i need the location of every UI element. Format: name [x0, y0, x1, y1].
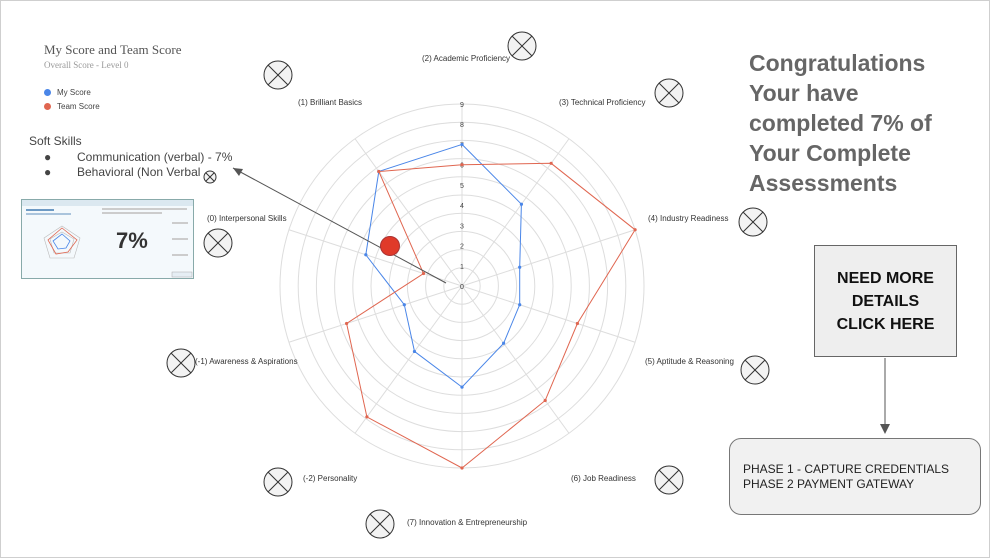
data-point — [518, 265, 522, 269]
data-point — [460, 466, 464, 470]
chart-subtitle: Overall Score - Level 0 — [44, 60, 129, 70]
axis-label-personality: (-2) Personality — [303, 474, 358, 483]
crossed-circle-icon — [738, 207, 768, 237]
data-point — [412, 349, 417, 354]
grid-spoke — [461, 285, 636, 343]
axis-label-job: (6) Job Readiness — [571, 474, 636, 483]
dashboard-thumbnail[interactable]: 7% — [21, 199, 194, 279]
crossed-circle-icon — [507, 31, 537, 61]
crossed-circle-icon — [654, 465, 684, 495]
grid-spoke — [354, 285, 463, 434]
crossed-circle-icon — [365, 509, 395, 539]
data-point — [543, 398, 547, 403]
tick-label: 3 — [460, 223, 464, 230]
bullet: ● — [44, 150, 52, 164]
data-point — [549, 161, 553, 165]
legend-dot-team-score — [44, 103, 51, 110]
more-details-button[interactable]: NEED MORE DETAILS CLICK HERE — [814, 245, 957, 357]
crossed-circle-icon — [263, 60, 293, 90]
axis-label-awareness: (-1) Awareness & Aspirations — [195, 357, 298, 366]
data-point — [345, 321, 349, 326]
tick-label: 5 — [460, 183, 464, 190]
axis-label-interpersonal: (0) Interpersonal Skills — [207, 214, 287, 223]
radar-series — [345, 142, 637, 470]
soft-skill-label: Behavioral (Non Verbal — [77, 165, 201, 179]
pointer-arrowhead — [233, 168, 243, 176]
data-point — [575, 321, 579, 326]
congratulations-message: Congratulations Your have completed 7% o… — [749, 50, 932, 196]
crossed-circle-icon — [740, 355, 770, 385]
pointer-line — [232, 167, 447, 284]
tick-label: 4 — [460, 203, 464, 210]
bullet: ● — [44, 165, 52, 179]
soft-skill-item: ● Behavioral (Non Verbal — [44, 165, 200, 179]
thumbnail-sketch — [22, 200, 193, 278]
phase-notes-box: PHASE 1 - CAPTURE CREDENTIALS PHASE 2 PA… — [729, 438, 981, 515]
legend-label-team-score: Team Score — [57, 102, 100, 111]
data-point — [460, 142, 464, 147]
soft-skills-title: Soft Skills — [29, 134, 82, 148]
data-point — [402, 303, 406, 307]
data-point — [460, 385, 464, 389]
axis-label-innovation: (7) Innovation & Entrepreneurship — [407, 518, 528, 527]
grid-spoke — [461, 229, 636, 287]
radar-grid — [279, 103, 645, 469]
crossed-circle-icon — [166, 348, 196, 378]
crossed-circle-icon — [654, 78, 684, 108]
tick-label: 1 — [460, 264, 464, 271]
data-point — [633, 228, 637, 232]
chart-title: My Score and Team Score — [44, 42, 182, 57]
data-point — [364, 253, 368, 257]
axis-label-industry: (4) Industry Readiness — [648, 214, 729, 223]
tick-label: 9 — [460, 102, 464, 109]
crossed-circle-icon — [203, 228, 233, 258]
legend-team-score: Team Score — [44, 102, 100, 111]
data-point — [518, 303, 522, 307]
data-point — [519, 202, 524, 206]
tick-label: 8 — [460, 122, 464, 129]
thumbnail-percent: 7% — [116, 228, 148, 253]
data-point — [502, 341, 506, 345]
data-point — [377, 169, 381, 174]
legend-my-score: My Score — [44, 88, 91, 97]
legend-label-my-score: My Score — [57, 88, 91, 97]
grid-spoke — [354, 138, 463, 287]
data-point — [460, 163, 464, 167]
axis-label-technical: (3) Technical Proficiency — [559, 98, 646, 107]
score-marker[interactable] — [380, 236, 400, 256]
axis-label-academic: (2) Academic Proficiency — [422, 54, 511, 63]
soft-skill-label: Communication (verbal) - 7% — [77, 150, 233, 164]
phase-2-note: PHASE 2 PAYMENT GATEWAY — [743, 477, 915, 491]
tick-label: 0 — [460, 284, 464, 291]
axis-label-aptitude: (5) Aptitude & Reasoning — [645, 357, 734, 366]
grid-spoke — [461, 285, 570, 434]
axis-label-brilliant: (1) Brilliant Basics — [298, 98, 363, 107]
data-point — [365, 415, 369, 419]
data-point — [421, 271, 426, 276]
cta-connector-arrowhead — [880, 424, 890, 434]
crossed-circle-icon — [203, 170, 217, 184]
tick-label: 2 — [460, 244, 464, 251]
phase-1-note: PHASE 1 - CAPTURE CREDENTIALS — [743, 462, 950, 476]
soft-skill-item: ● Communication (verbal) - 7% — [44, 150, 232, 164]
series-line — [346, 162, 636, 469]
legend-dot-my-score — [44, 89, 51, 96]
crossed-circle-icon — [263, 467, 293, 497]
series-line — [365, 143, 522, 388]
grid-spoke — [288, 285, 463, 343]
